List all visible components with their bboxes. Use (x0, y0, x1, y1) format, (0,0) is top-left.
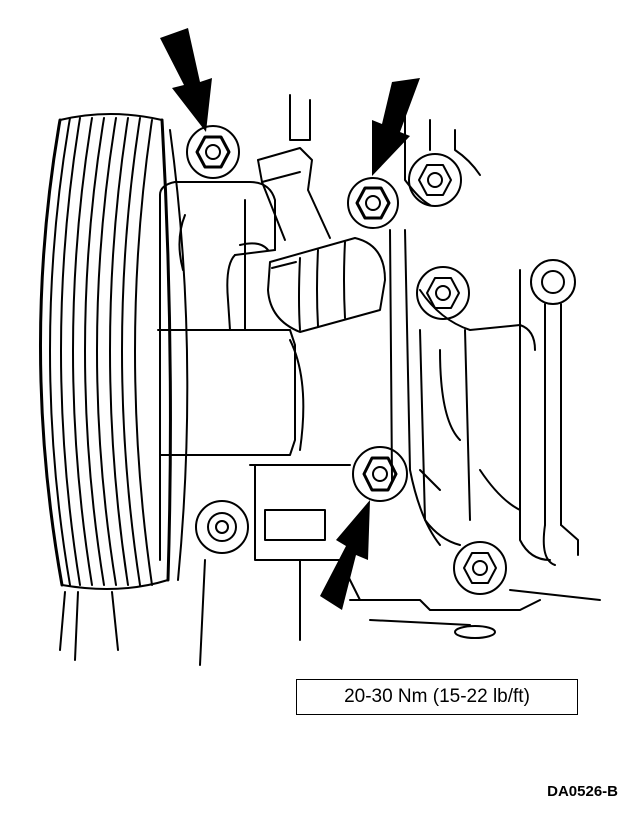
pulley (39, 113, 189, 590)
arrow-callout-upper-middle (372, 78, 420, 176)
bolt-upper-middle (347, 177, 399, 229)
bolt-upper-right (408, 153, 462, 207)
torque-spec-text: 20-30 Nm (15-22 lb/ft) (344, 686, 530, 707)
support-rod (530, 259, 579, 566)
arrow-callout-lower-center (320, 500, 370, 610)
figure-id: DA0526-B (547, 783, 618, 800)
torque-spec-label: 20-30 Nm (15-22 lb/ft) (296, 679, 578, 715)
bolt-lower-right (453, 541, 507, 595)
pump-body (157, 181, 305, 561)
mounting-bracket (249, 94, 601, 641)
bolt-lower-left (195, 500, 249, 554)
bolt-middle-right (416, 266, 470, 320)
bolt-lower-center (352, 446, 408, 502)
arrow-callout-upper-left (160, 28, 212, 132)
pump-shaft-lines (59, 559, 206, 666)
bolt-upper-left (186, 125, 240, 179)
outlet-fitting (257, 147, 386, 333)
